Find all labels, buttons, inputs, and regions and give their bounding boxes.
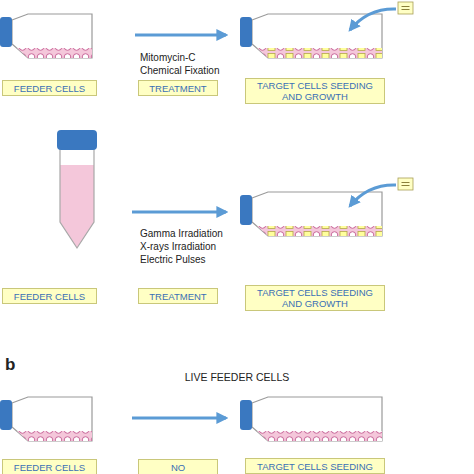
treatment-label: Chemical Fixation [140,64,219,77]
co-culture-layer [257,48,382,58]
target-cell-box [398,2,413,14]
flask-body [252,397,382,441]
flask-cap [240,400,252,430]
icon-mark [402,9,410,10]
co-culture-layer [257,226,382,236]
conical-tube [57,130,97,248]
panel-letter: b [5,355,15,375]
target-cell-icon [398,178,413,190]
box-label: TREATMENT [149,83,206,94]
treatment-label: X-rays Irradiation [140,240,216,253]
label-box: TARGET CELLS SEEDING AND GROWTH [245,78,385,104]
target-cell-icon [398,2,413,14]
treatment-label: Mitomycin-C [140,51,196,64]
label-box: TARGET CELLS SEEDING AND GROWTH [245,285,385,311]
tube-body [60,148,94,248]
feeder-cell-layer [17,431,92,441]
seeding-arrow [350,185,396,206]
target-cell-box [398,178,413,190]
label-box: FEEDER CELLS [2,459,97,474]
flask-cap [0,17,12,47]
flask-cap [0,400,12,430]
feeder-cell-layer [257,431,382,441]
icon-mark [402,185,410,186]
label-box: TARGET CELLS SEEDING [245,458,385,474]
feeder-cell-layer [17,48,92,58]
culture-flask [0,14,92,58]
culture-flask [0,397,92,441]
section-heading: LIVE FEEDER CELLS [137,371,337,385]
flask-body [252,192,382,236]
flask-body [252,14,382,58]
seeding-arrow [350,9,396,30]
culture-flask [240,192,382,236]
label-box: FEEDER CELLS [2,288,97,304]
label-box: TREATMENT [138,288,218,304]
box-label: FEEDER CELLS [14,83,85,94]
process-arrow [132,211,226,214]
flask-body [12,397,92,441]
flask-cap [240,17,252,47]
box-label: TARGET CELLS SEEDING [257,461,373,472]
icon-mark [402,182,410,183]
label-box: NO [138,459,218,474]
label-box: FEEDER CELLS [2,80,97,96]
box-label: NO [171,462,185,473]
tube-cap [57,130,97,150]
box-label: TARGET CELLS SEEDING AND GROWTH [248,287,382,309]
box-label: FEEDER CELLS [14,291,85,302]
flask-cap [240,195,252,225]
box-label: FEEDER CELLS [14,462,85,473]
icon-mark [402,6,410,7]
treatment-label: Electric Pulses [140,253,206,266]
box-label: TREATMENT [149,291,206,302]
cell-suspension [60,165,94,248]
process-arrow [132,417,226,420]
culture-flask [240,397,382,441]
treatment-label: Gamma Irradiation [140,227,223,240]
box-label: TARGET CELLS SEEDING AND GROWTH [248,80,382,102]
label-box: TREATMENT [138,80,218,96]
process-arrow [135,34,226,37]
flask-body [12,14,92,58]
